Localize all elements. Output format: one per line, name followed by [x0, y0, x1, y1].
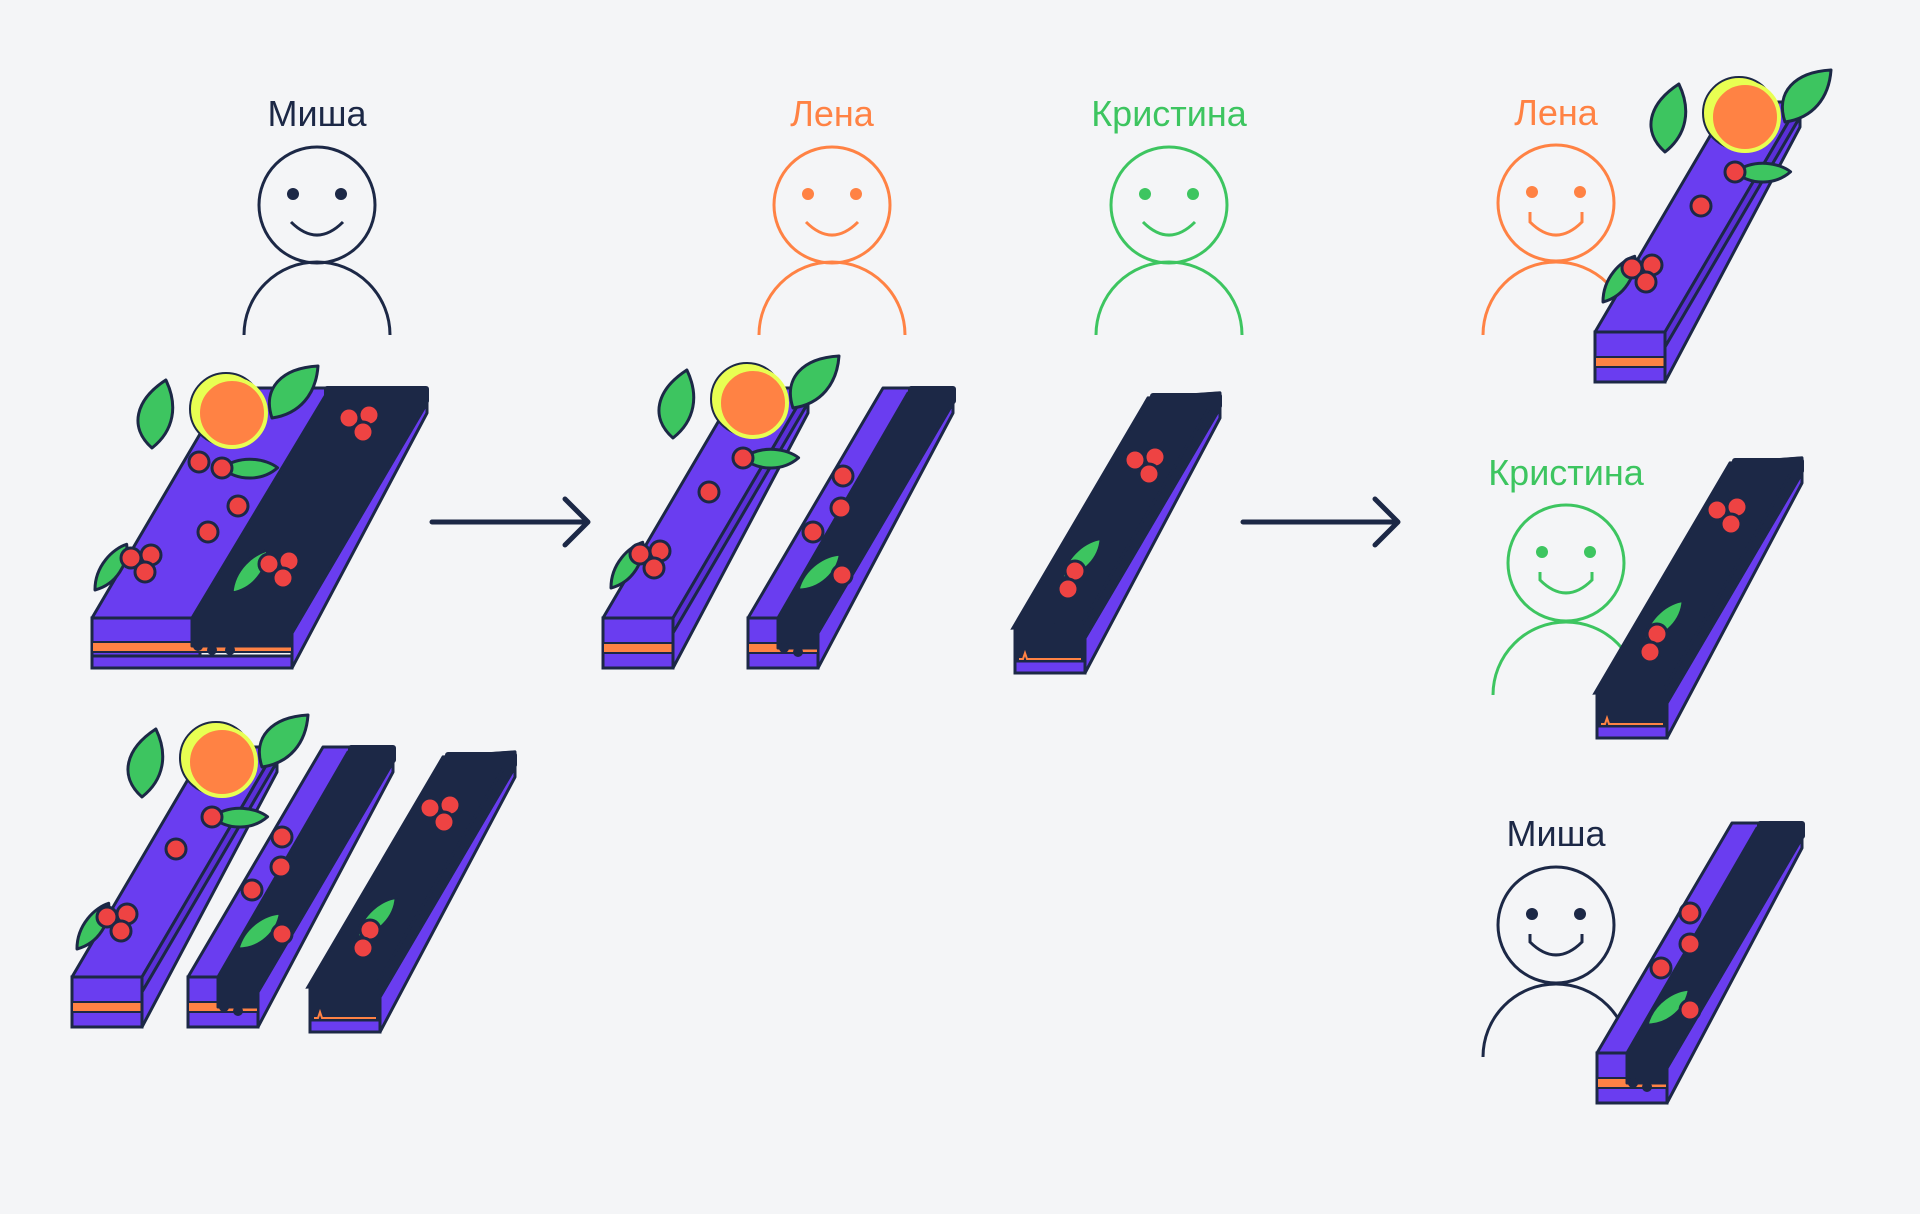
cake-piece-plain: [1593, 456, 1806, 740]
name-label-misha: Миша: [267, 93, 367, 134]
person-kristina-middle: [1094, 145, 1244, 336]
name-label-kristina: Кристина: [1488, 452, 1644, 493]
name-label-lena: Лена: [1514, 92, 1598, 133]
arrow-icon: [429, 496, 591, 548]
cake-piece-decorated: [1589, 70, 1831, 384]
person-lena-right: [1481, 143, 1631, 336]
cake-whole-cake: [81, 366, 429, 670]
name-label-kristina: Кристина: [1091, 93, 1247, 134]
person-misha-top: [242, 145, 392, 336]
arrow-icon: [1240, 496, 1401, 548]
cake-piece-plain: [1011, 391, 1224, 675]
cake-piece-mixed: [1595, 819, 1807, 1105]
person-misha-right: [1481, 865, 1631, 1058]
name-label-misha: Миша: [1506, 813, 1606, 854]
person-lena-middle: [757, 145, 907, 336]
name-label-lena: Лена: [790, 93, 874, 134]
